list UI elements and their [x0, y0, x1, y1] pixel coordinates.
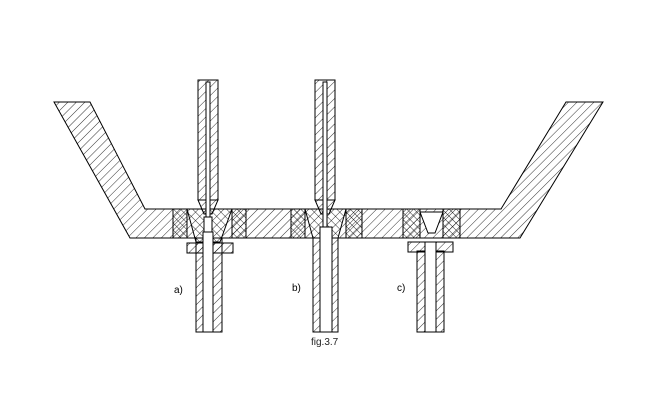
needle-b-bore [322, 81, 328, 231]
label-b: b) [292, 283, 301, 294]
insert-a-left-block [172, 208, 188, 239]
pin-a [203, 216, 213, 233]
tube-c-bore [424, 241, 437, 333]
insert-b-left-block [290, 208, 306, 239]
tube-a-bore [202, 231, 214, 333]
tube-b-bore [319, 226, 333, 333]
insert-a-right-block [231, 208, 247, 239]
insert-c-funnel [419, 211, 444, 234]
insert-b-right-block [345, 208, 363, 239]
label-c: c) [397, 283, 406, 294]
label-a: a) [174, 285, 183, 296]
needle-a-bore [205, 81, 211, 218]
figure-caption: fig.3.7 [311, 337, 339, 348]
insert-c-left-block [402, 208, 421, 239]
insert-c-right-block [442, 208, 461, 239]
